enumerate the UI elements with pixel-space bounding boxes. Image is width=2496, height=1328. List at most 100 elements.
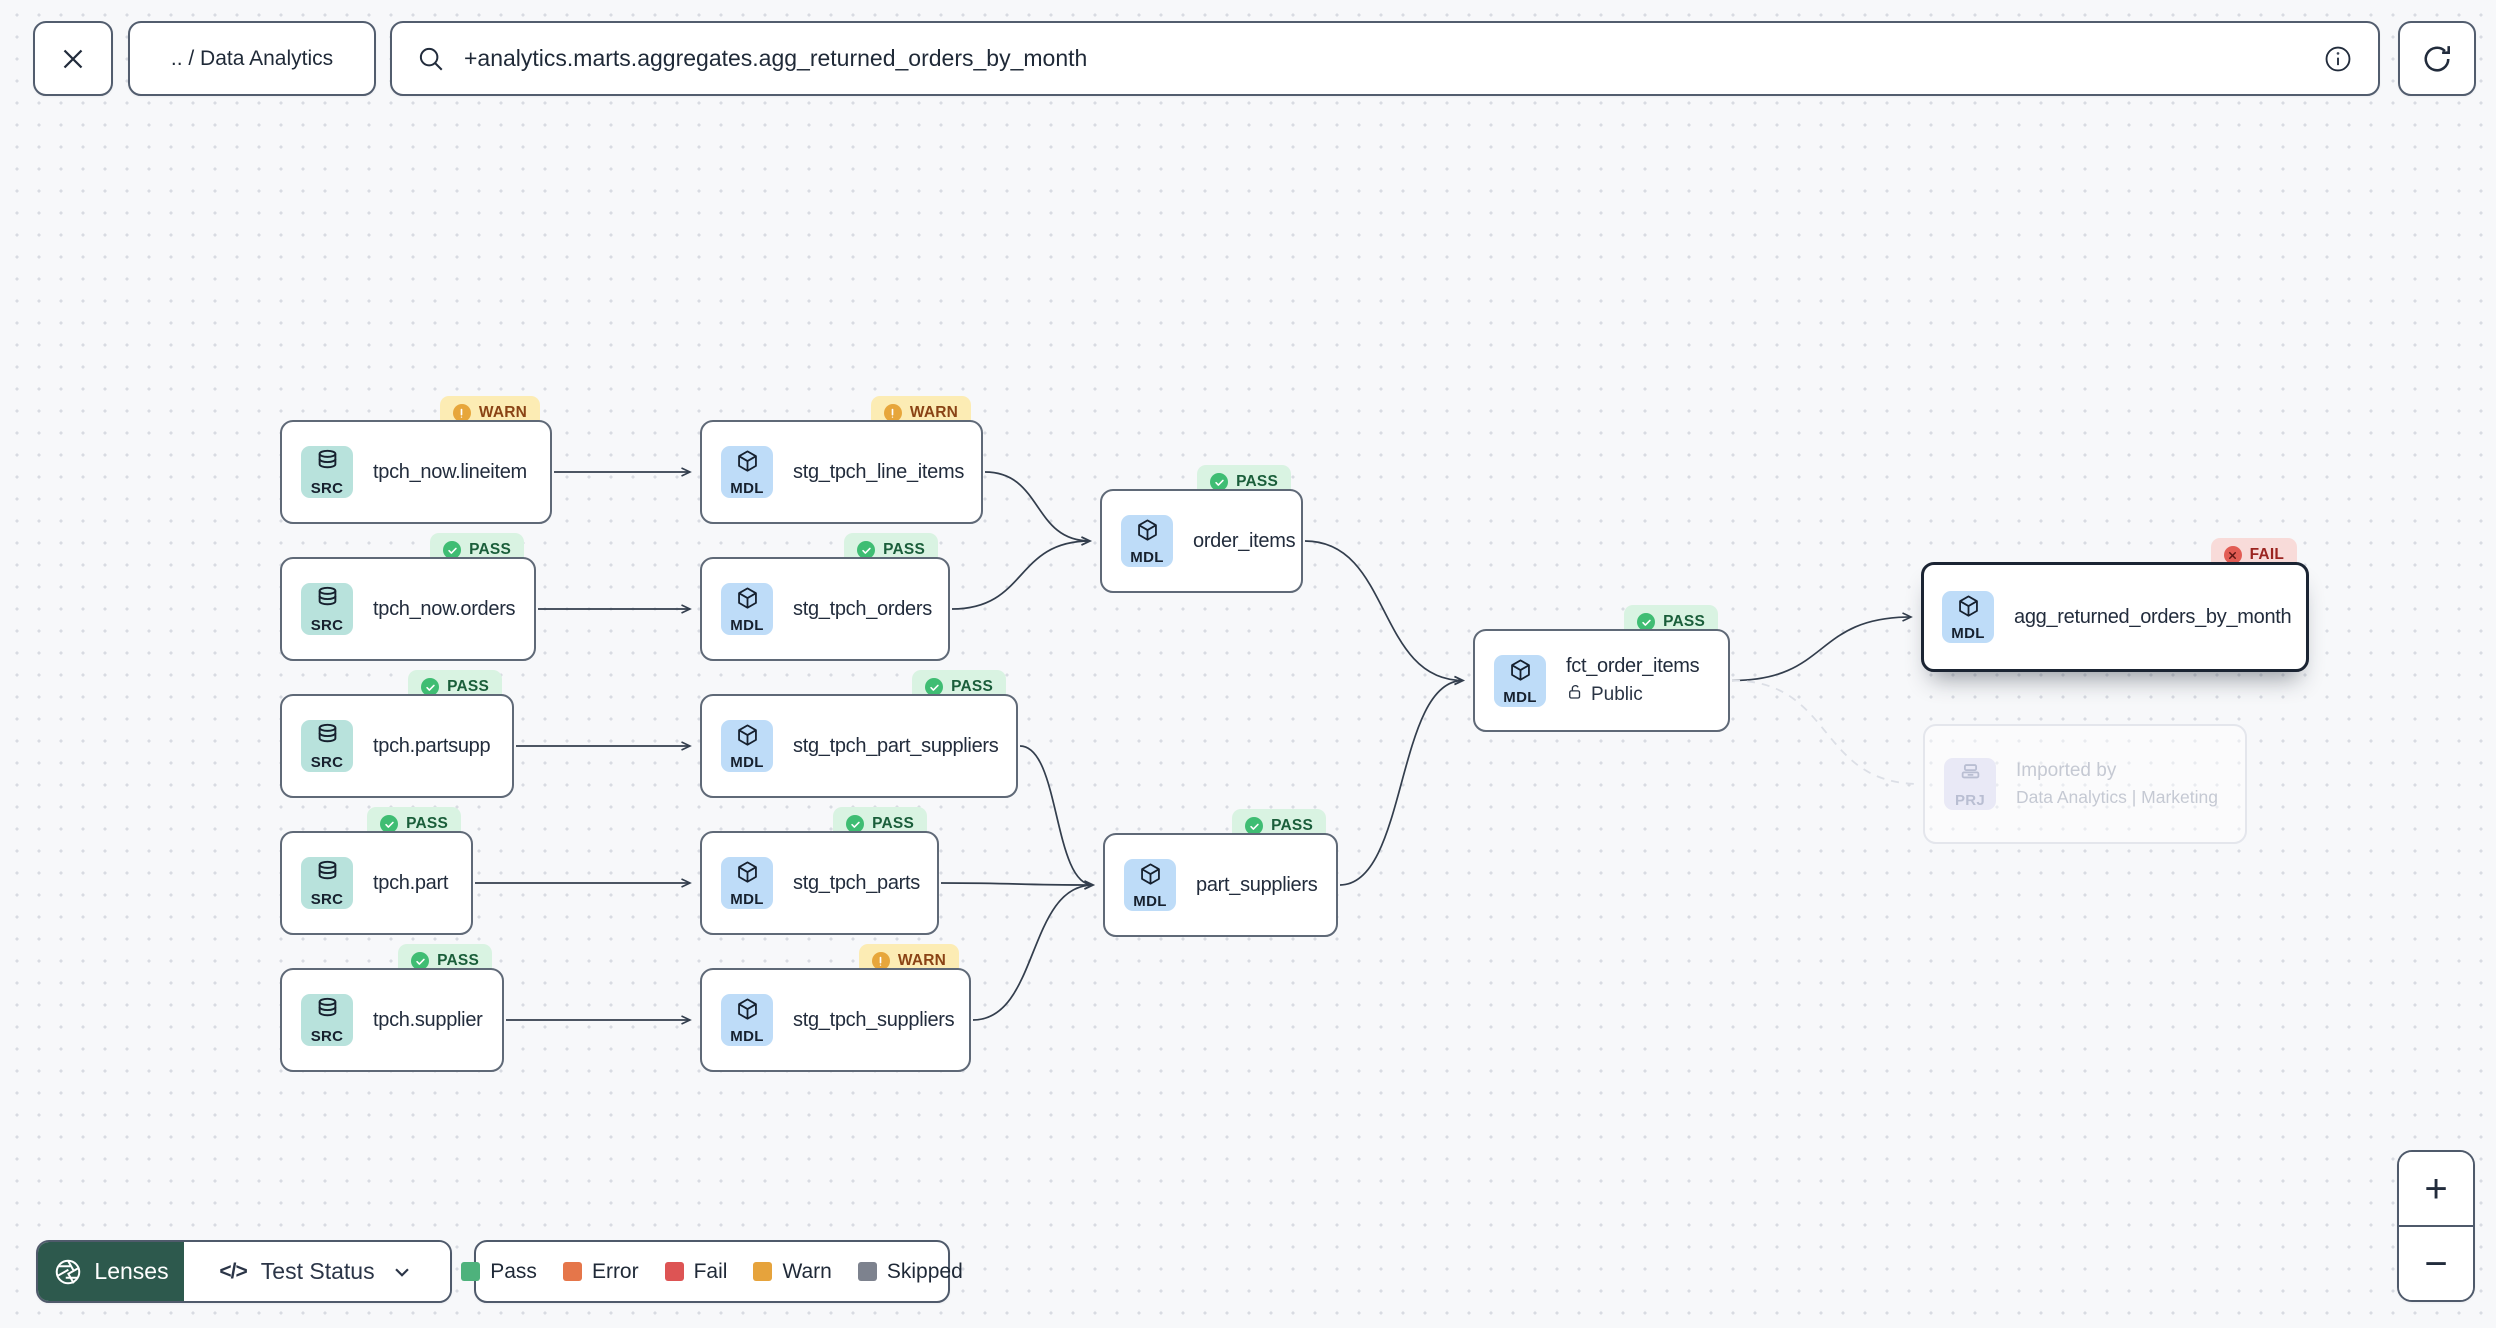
node-type-chip-prj: PRJ <box>1944 758 1996 810</box>
lineage-edge <box>984 471 1092 546</box>
lineage-node-stg_part_suppliers[interactable]: PASS MDL stg_tpch_part_suppliers <box>700 670 1018 798</box>
badge-status-icon <box>857 541 876 559</box>
lineage-node-imported-by[interactable]: PRJ Imported by Data Analytics | Marketi… <box>1923 724 2247 844</box>
node-title: part_suppliers <box>1196 873 1318 896</box>
lineage-node-fct_order_items[interactable]: PASS MDL fct_order_items Public <box>1473 605 1730 732</box>
lineage-edge <box>940 880 1095 890</box>
node-title: tpch.part <box>373 871 449 894</box>
node-type-chip-src: SRC <box>301 994 353 1046</box>
node-type-chip-src: SRC <box>301 583 353 635</box>
node-type-chip-mdl: MDL <box>1121 515 1173 567</box>
badge-status-icon <box>452 404 471 422</box>
badge-status-icon <box>871 952 890 970</box>
lineage-node-src_orders[interactable]: PASS SRC tpch_now.orders <box>280 533 536 661</box>
cube-icon <box>734 996 761 1028</box>
legend-item-warn: Warn <box>753 1259 832 1284</box>
legend-swatch <box>857 1262 877 1281</box>
lineage-node-src_partsupp[interactable]: PASS SRC tpch.partsupp <box>280 670 514 798</box>
refresh-icon <box>2424 45 2450 71</box>
badge-status-icon <box>443 541 462 559</box>
legend-label: Error <box>591 1259 639 1283</box>
node-type-chip-mdl: MDL <box>721 857 773 909</box>
zoom-divider <box>2399 1225 2473 1227</box>
node-title: tpch.partsupp <box>373 734 491 757</box>
lock-open-icon <box>1566 683 1584 707</box>
lineage-node-stg_line_items[interactable]: WARN MDL stg_tpch_line_items <box>700 396 983 524</box>
legend-swatch <box>753 1262 773 1281</box>
zoom-in-button[interactable]: + <box>2399 1152 2473 1225</box>
lineage-edge <box>1019 745 1095 890</box>
lens-selector-label: Test Status <box>260 1258 375 1284</box>
cube-icon <box>1137 861 1164 893</box>
node-title: order_items <box>1193 529 1296 552</box>
cube-icon <box>734 722 761 754</box>
zoom-out-button[interactable]: − <box>2399 1227 2473 1300</box>
lineage-edge <box>951 536 1092 610</box>
cube-icon <box>734 859 761 891</box>
lineage-edge <box>1731 679 1921 785</box>
node-type-chip-mdl: MDL <box>1942 591 1994 643</box>
node-body <box>700 968 971 1072</box>
badge-status-icon <box>846 815 865 833</box>
search-bar[interactable] <box>390 21 2380 96</box>
lineage-edge <box>1731 612 1913 682</box>
chevron-down-icon <box>394 1268 409 1277</box>
refresh-button[interactable] <box>2398 21 2476 96</box>
node-type-chip-mdl: MDL <box>721 446 773 498</box>
lineage-edge <box>1304 540 1465 686</box>
close-button[interactable] <box>33 21 113 96</box>
badge-status-icon <box>883 404 902 422</box>
node-type-chip-mdl: MDL <box>1494 654 1546 707</box>
badge-status-icon <box>2223 546 2242 564</box>
badge-status-icon <box>1245 817 1264 835</box>
lineage-node-src_part[interactable]: PASS SRC tpch.part <box>280 807 473 935</box>
search-input[interactable] <box>464 45 2304 72</box>
lenses-button[interactable]: Lenses <box>38 1242 184 1301</box>
legend-label: Fail <box>693 1259 728 1283</box>
info-icon[interactable] <box>2322 43 2354 75</box>
node-type-chip-mdl: MDL <box>1124 859 1176 911</box>
database-icon <box>314 585 341 617</box>
cube-icon <box>1134 517 1161 549</box>
badge-status-icon <box>421 678 440 696</box>
cube-icon <box>1507 657 1534 689</box>
close-icon <box>63 49 83 68</box>
node-title: stg_tpch_suppliers <box>793 1008 955 1031</box>
legend-item-pass: Pass <box>461 1260 537 1284</box>
node-type-chip-src: SRC <box>301 857 353 909</box>
lineage-node-part_suppliers[interactable]: PASS MDL part_suppliers <box>1103 809 1338 937</box>
badge-status-icon <box>1637 613 1656 631</box>
badge-status-icon <box>1210 473 1229 491</box>
lineage-node-stg_suppliers[interactable]: WARN MDL stg_tpch_suppliers <box>700 944 971 1072</box>
lineage-node-src_lineitem[interactable]: WARN SRC tpch_now.lineitem <box>280 396 552 524</box>
lineage-node-src_supplier[interactable]: PASS SRC tpch.supplier <box>280 944 504 1072</box>
legend-item-skipped: Skipped <box>857 1260 963 1284</box>
lineage-node-order_items[interactable]: PASS MDL order_items <box>1100 465 1303 593</box>
lineage-node-stg_orders[interactable]: PASS MDL stg_tpch_orders <box>700 533 950 661</box>
aperture-icon <box>56 1259 81 1284</box>
lineage-node-stg_parts[interactable]: PASS MDL stg_tpch_parts <box>700 807 939 935</box>
legend-swatch <box>461 1262 481 1281</box>
badge-status-icon <box>925 678 944 696</box>
legend-swatch <box>664 1262 684 1281</box>
node-type-chip-mdl: MDL <box>721 720 773 772</box>
breadcrumb[interactable]: .. / Data Analytics <box>128 21 376 96</box>
legend-swatch <box>562 1262 582 1281</box>
node-title: stg_tpch_parts <box>793 871 920 894</box>
lineage-node-agg_returned_orders_by_month[interactable]: FAIL MDL agg_returned_orders_by_month <box>1921 538 2309 672</box>
node-title: stg_tpch_part_suppliers <box>793 734 999 757</box>
imported-by-projects: Data Analytics | Marketing <box>2016 787 2218 807</box>
lens-selector[interactable]: </> Test Status <box>184 1242 450 1301</box>
node-title: tpch.supplier <box>373 1008 483 1031</box>
node-title: stg_tpch_line_items <box>793 460 965 483</box>
legend-item-error: Error <box>562 1259 639 1284</box>
legend-label: Warn <box>782 1259 832 1283</box>
test-status-legend: Pass Error Fail Warn Skipped <box>461 1240 963 1303</box>
node-type-chip-mdl: MDL <box>721 994 773 1046</box>
node-title: tpch_now.orders <box>373 597 516 620</box>
node-title: fct_order_items <box>1566 654 1700 677</box>
search-icon <box>419 47 443 70</box>
